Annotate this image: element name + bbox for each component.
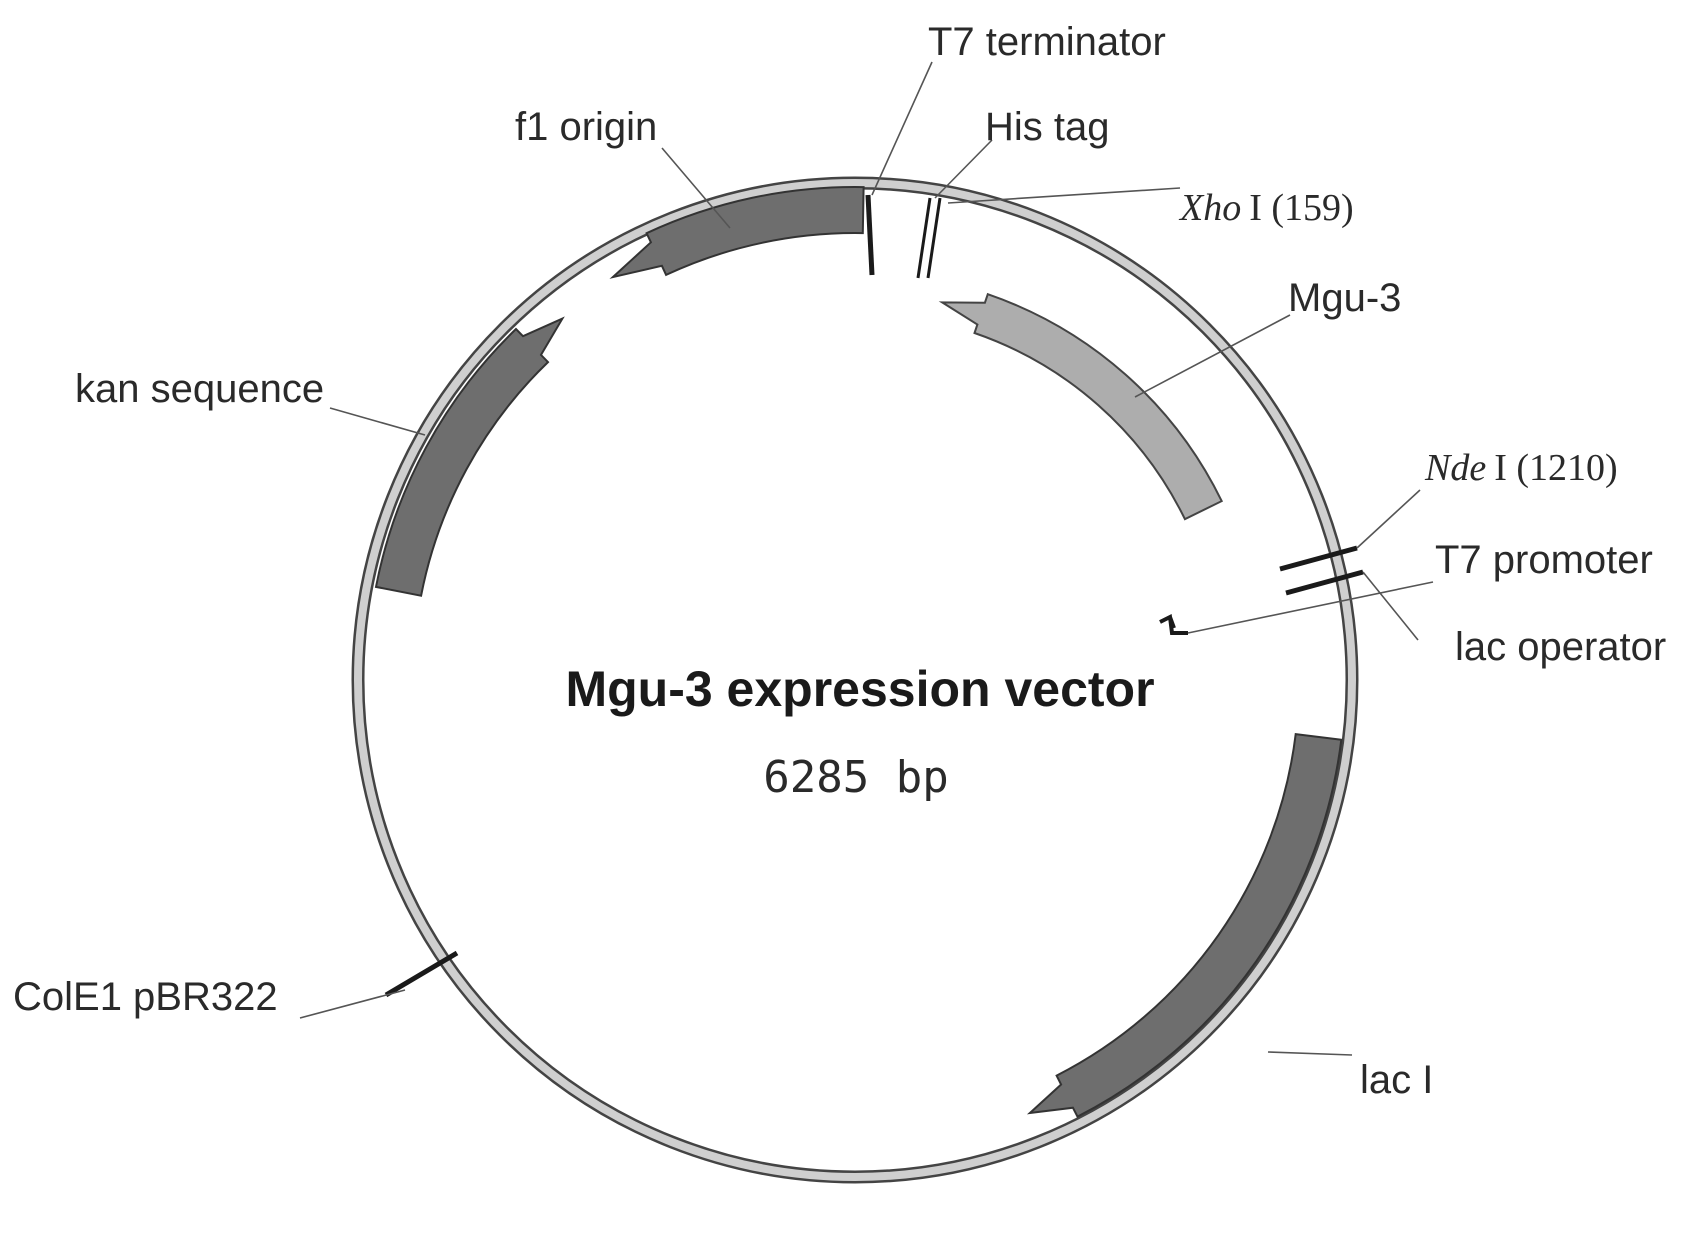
his-tag-mark-2	[926, 197, 942, 279]
label-f1-origin: f1 origin	[515, 105, 657, 149]
plasmid-backbone-inner	[354, 179, 1356, 1181]
leader-lac-operator	[1362, 571, 1419, 641]
label-mgu3: Mgu-3	[1288, 276, 1401, 320]
t7-terminator-mark	[865, 194, 875, 276]
nde-enzyme: Nde	[1424, 447, 1486, 489]
leader-his-tag	[934, 139, 993, 199]
leader-lacI	[1267, 1051, 1353, 1056]
cole1-mark	[384, 950, 459, 998]
leader-kan	[329, 407, 426, 436]
label-t7-terminator: T7 terminator	[928, 20, 1166, 64]
label-t7-promoter: T7 promoter	[1435, 538, 1653, 582]
leader-nde	[1356, 489, 1421, 549]
plasmid-size: 6285 bp	[763, 752, 948, 803]
label-lac-operator: lac operator	[1455, 625, 1666, 669]
xho-suffix: I (159)	[1249, 187, 1353, 229]
leader-xho	[947, 187, 1181, 204]
leader-mgu3	[1134, 314, 1291, 398]
leader-t7-promoter	[1187, 581, 1434, 634]
leader-t7-terminator	[871, 61, 933, 196]
lacI-arrow	[1026, 732, 1343, 1118]
label-cole1: ColE1 pBR322	[13, 975, 278, 1019]
f1-origin-arrow	[609, 186, 865, 279]
nde-suffix: I (1210)	[1494, 447, 1617, 489]
t7-promoter-arrow	[1159, 613, 1188, 635]
xho-enzyme: Xho	[1178, 187, 1241, 229]
nde-site-mark	[1279, 545, 1358, 572]
kan-sequence-arrow	[374, 316, 565, 597]
label-his-tag: His tag	[985, 105, 1110, 149]
plasmid-title: Mgu-3 expression vector	[565, 661, 1154, 717]
his-tag-mark-1	[916, 197, 932, 279]
lac-operator-mark	[1285, 569, 1364, 596]
label-lacI: lac I	[1360, 1058, 1433, 1102]
mgu3-arrow	[938, 292, 1224, 521]
leader-f1-origin	[661, 147, 731, 229]
leader-cole1	[299, 989, 406, 1019]
label-kan: kan sequence	[75, 367, 324, 411]
